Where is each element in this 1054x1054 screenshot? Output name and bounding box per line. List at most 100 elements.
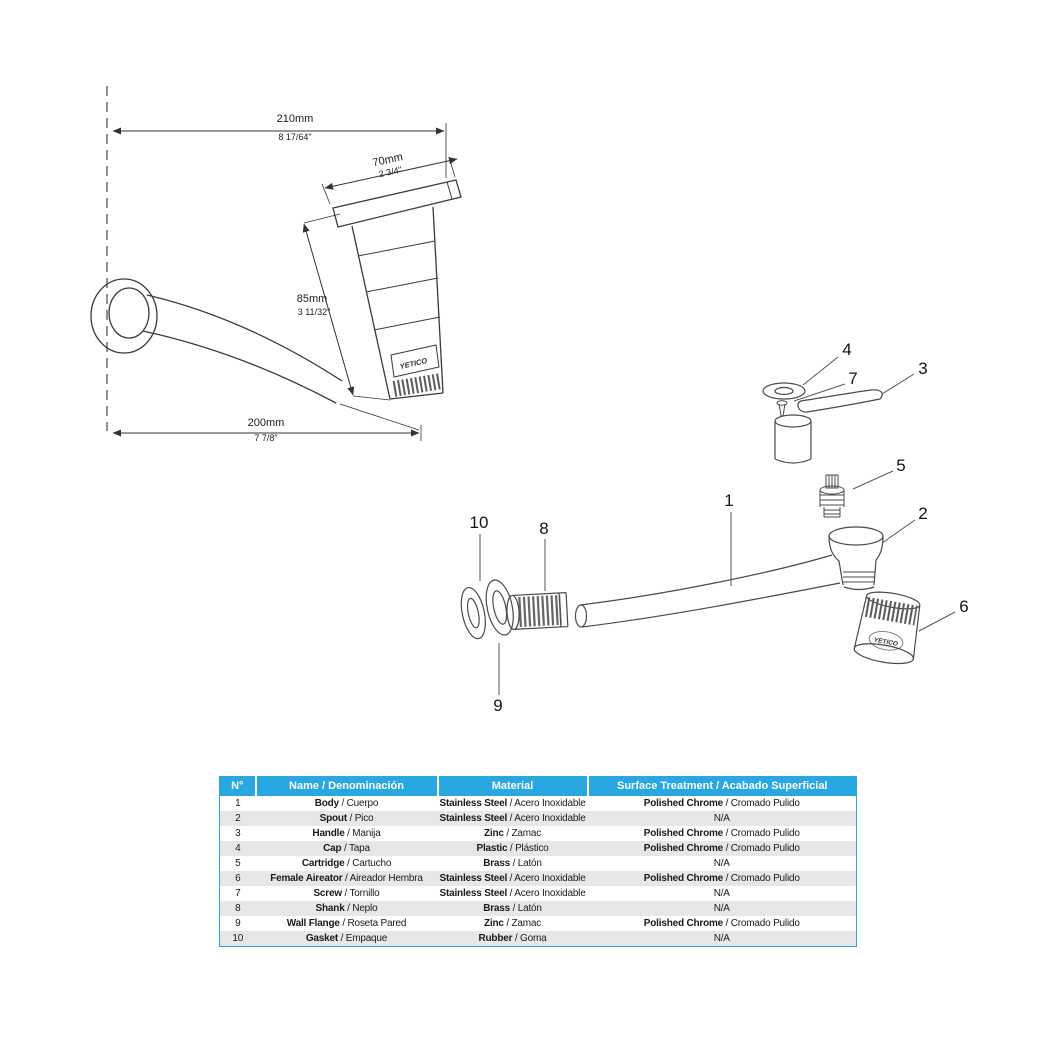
table-header-row: N° Name / Denominación Material Surface …: [219, 776, 857, 796]
dim-210-mm: 210mm: [276, 113, 314, 125]
aerator-knurl: [864, 597, 918, 626]
material-es: / Zamac: [503, 917, 542, 929]
part-cartridge: [819, 474, 845, 518]
cell-number: 6: [235, 872, 241, 884]
dim-85-in: 3 11/32": [297, 307, 331, 317]
cell-name: Handle / Manija: [256, 826, 438, 841]
body-drawing: YETICO: [351, 206, 444, 400]
cell-number: 4: [235, 842, 241, 854]
callout-2: 2: [918, 504, 928, 523]
name-en: Wall Flange: [286, 917, 340, 929]
surface-en: Polished Chrome: [643, 842, 724, 854]
table-row: 3 Handle / Manija Zinc / Zamac Polished …: [220, 826, 857, 841]
cell-number: 2: [235, 812, 241, 824]
dimension-lines: [112, 123, 458, 441]
material-es: / Acero Inoxidable: [507, 797, 586, 809]
material-en: Stainless Steel: [439, 797, 508, 809]
callout-7: 7: [848, 369, 858, 388]
name-en: Female Aireator: [270, 872, 343, 884]
name-es: / Neplo: [344, 902, 378, 914]
material-en: Brass: [483, 857, 511, 869]
cell-surface: Polished Chrome / Cromado Pulido: [588, 826, 857, 841]
aerator-ribs: [392, 373, 443, 397]
cell-surface: N/A: [588, 811, 857, 826]
material-en: Rubber: [478, 932, 513, 944]
cell-material: Stainless Steel / Acero Inoxidable: [438, 886, 588, 901]
material-en: Stainless Steel: [439, 887, 508, 899]
name-en: Spout: [319, 812, 348, 824]
table-row: 1 Body / Cuerpo Stainless Steel / Acero …: [220, 796, 857, 811]
material-en: Zinc: [483, 827, 504, 839]
cell-surface: Polished Chrome / Cromado Pulido: [588, 796, 857, 811]
name-en: Shank: [315, 902, 345, 914]
part-shank: [506, 592, 569, 630]
name-es: / Empaque: [338, 932, 388, 944]
dim-85-mm: 85mm: [296, 293, 328, 305]
surface-es: / Cromado Pulido: [723, 797, 800, 809]
cell-surface: Polished Chrome / Cromado Pulido: [588, 871, 857, 886]
shank-threads: [518, 594, 562, 628]
name-es: / Cartucho: [344, 857, 392, 869]
dim-200-mm: 200mm: [247, 417, 285, 429]
part-aerator: YETICO: [853, 591, 921, 665]
callout-5: 5: [896, 456, 906, 475]
material-es: / Plástico: [507, 842, 549, 854]
header-material: Material: [436, 776, 588, 796]
surface-en: Polished Chrome: [643, 917, 724, 929]
cell-number: 5: [235, 857, 241, 869]
table-row: 2 Spout / Pico Stainless Steel / Acero I…: [219, 810, 857, 826]
material-es: / Acero Inoxidable: [507, 812, 586, 824]
table-row: 4 Cap / Tapa Plastic / Plástico Polished…: [219, 840, 857, 856]
material-es: / Goma: [512, 932, 547, 944]
cell-surface: N/A: [588, 856, 857, 871]
header-name: Name / Denominación: [254, 776, 438, 796]
part-handle: [774, 389, 883, 464]
surface-es: N/A: [713, 887, 730, 899]
name-en: Screw: [313, 887, 342, 899]
material-en: Plastic: [476, 842, 508, 854]
cell-name: Body / Cuerpo: [256, 796, 438, 811]
name-en: Cartridge: [301, 857, 345, 869]
cell-name: Female Aireator / Aireador Hembra: [256, 871, 438, 886]
cell-number: 8: [235, 902, 241, 914]
cell-material: Stainless Steel / Acero Inoxidable: [438, 871, 588, 886]
cell-number: 9: [235, 917, 241, 929]
surface-es: N/A: [713, 902, 730, 914]
material-en: Stainless Steel: [439, 872, 508, 884]
callout-9: 9: [493, 696, 503, 715]
brand-logo: YETICO: [399, 356, 428, 371]
part-gasket: [460, 586, 486, 640]
parts-table: N° Name / Denominación Material Surface …: [219, 776, 857, 947]
cell-material: Rubber / Goma: [438, 931, 588, 947]
part-body-tube: [574, 554, 841, 628]
callout-6: 6: [959, 597, 969, 616]
table-row: 10 Gasket / Empaque Rubber / Goma N/A: [219, 930, 857, 947]
name-es: / Tornillo: [341, 887, 380, 899]
cell-name: Screw / Tornillo: [256, 886, 438, 901]
parts-table-container: N° Name / Denominación Material Surface …: [219, 776, 857, 947]
name-en: Gasket: [305, 932, 338, 944]
cell-name: Cartridge / Cartucho: [256, 856, 438, 871]
cell-material: Zinc / Zamac: [438, 916, 588, 931]
table-row: 8 Shank / Neplo Brass / Latón N/A: [219, 900, 857, 916]
name-es: / Manija: [344, 827, 381, 839]
installation-drawing: YETICO: [90, 86, 462, 441]
surface-es: N/A: [713, 857, 730, 869]
table-row: 9 Wall Flange / Roseta Pared Zinc / Zama…: [220, 916, 857, 931]
exploded-view: YETICO: [460, 356, 956, 695]
part-wall-flange: [485, 579, 514, 636]
material-es: / Latón: [510, 857, 542, 869]
surface-en: Polished Chrome: [643, 827, 724, 839]
callout-4: 4: [842, 340, 852, 359]
cell-name: Cap / Tapa: [256, 841, 438, 856]
name-es: / Pico: [346, 812, 374, 824]
name-en: Cap: [323, 842, 342, 854]
material-en: Brass: [483, 902, 511, 914]
surface-es: / Cromado Pulido: [723, 917, 800, 929]
cell-material: Zinc / Zamac: [438, 826, 588, 841]
material-en: Zinc: [483, 917, 504, 929]
name-es: / Roseta Pared: [339, 917, 407, 929]
cell-name: Shank / Neplo: [256, 901, 438, 916]
name-es: / Tapa: [341, 842, 370, 854]
